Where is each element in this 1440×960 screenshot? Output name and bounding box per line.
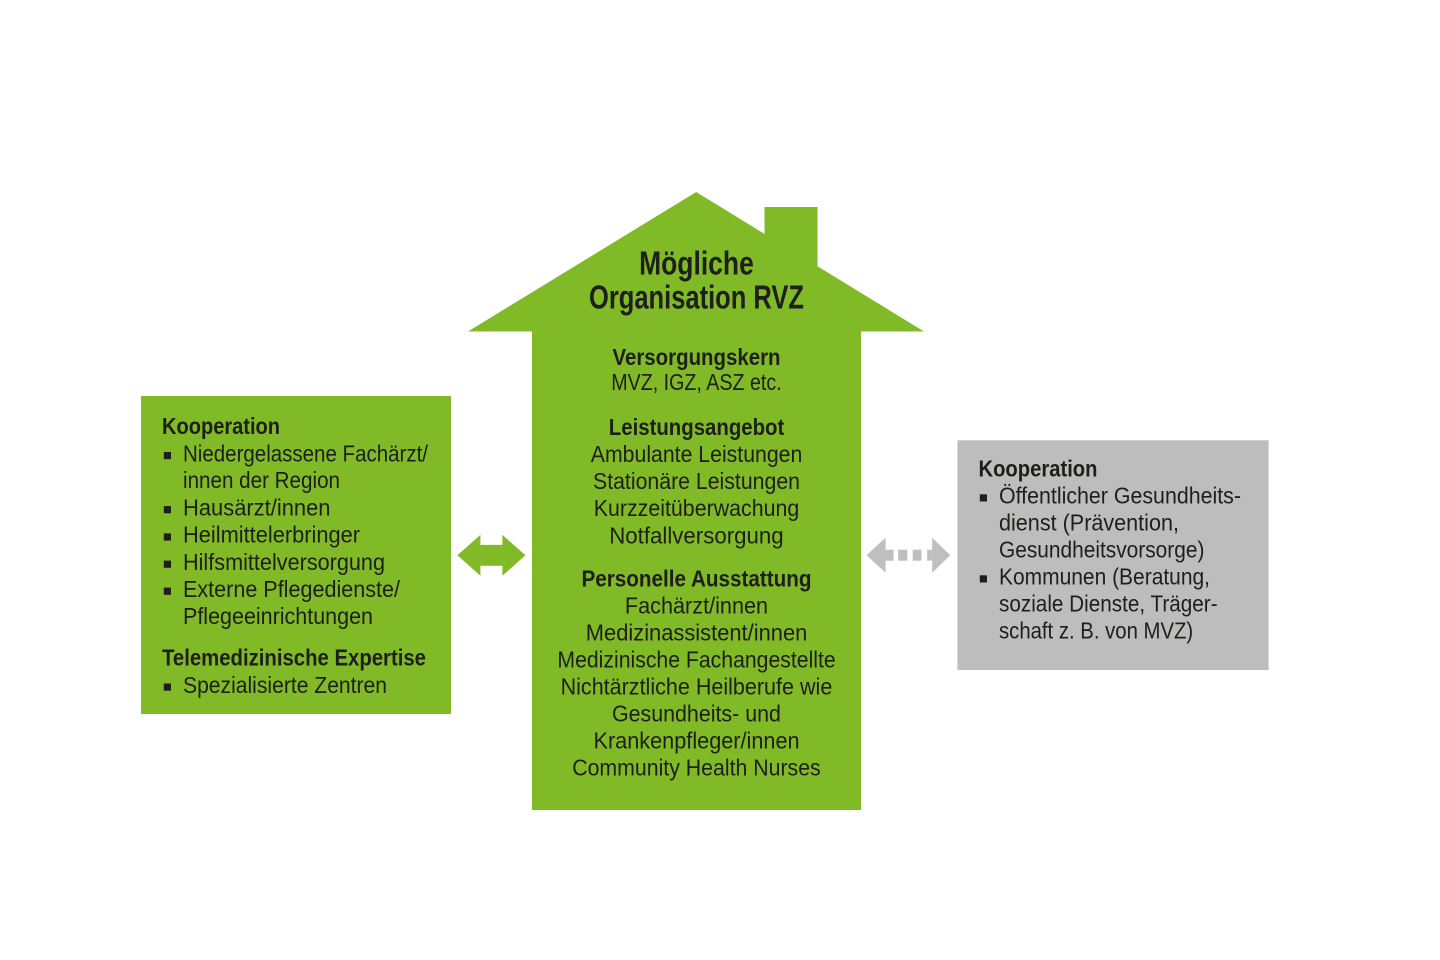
svg-text:Leistungsangebot: Leistungsangebot [609,414,785,440]
svg-text:Kurzzeitüberwachung: Kurzzeitüberwachung [594,495,800,521]
svg-text:Stationäre Leistungen: Stationäre Leistungen [593,468,800,494]
svg-text:Mögliche: Mögliche [639,245,754,282]
svg-text:Ambulante Leistungen: Ambulante Leistungen [591,441,803,467]
svg-text:Niedergelassene Fachärzt/: Niedergelassene Fachärzt/ [183,440,428,466]
svg-text:Versorgungskern: Versorgungskern [613,344,781,370]
svg-text:Gesundheitsvorsorge): Gesundheitsvorsorge) [999,537,1204,563]
svg-text:Heilmittelerbringer: Heilmittelerbringer [183,522,360,548]
svg-text:Fachärzt/innen: Fachärzt/innen [625,593,768,619]
svg-text:Externe Pflegedienste/: Externe Pflegedienste/ [183,576,400,602]
svg-text:Gesundheits- und: Gesundheits- und [612,701,781,727]
svg-text:Telemedizinische Expertise: Telemedizinische Expertise [162,645,426,671]
svg-text:dienst (Prävention,: dienst (Prävention, [999,510,1179,536]
svg-text:schaft z. B. von MVZ): schaft z. B. von MVZ) [999,618,1193,644]
svg-text:Medizinische Fachangestellte: Medizinische Fachangestellte [557,647,835,673]
svg-text:Medizinassistent/innen: Medizinassistent/innen [586,620,808,646]
svg-text:Pflegeeinrichtungen: Pflegeeinrichtungen [183,603,373,629]
svg-text:innen der Region: innen der Region [183,467,340,493]
svg-text:soziale Dienste, Träger-: soziale Dienste, Träger- [999,591,1218,617]
svg-text:Hausärzt/innen: Hausärzt/innen [183,494,331,520]
svg-text:Kooperation: Kooperation [162,413,280,439]
svg-text:MVZ, IGZ, ASZ etc.: MVZ, IGZ, ASZ etc. [611,369,782,395]
svg-text:Nichtärztliche Heilberufe wie: Nichtärztliche Heilberufe wie [561,674,833,700]
svg-text:Kommunen (Beratung,: Kommunen (Beratung, [999,564,1210,590]
svg-text:Spezialisierte Zentren: Spezialisierte Zentren [183,672,387,698]
svg-text:Hilfsmittelversorgung: Hilfsmittelversorgung [183,549,385,575]
svg-text:Notfallversorgung: Notfallversorgung [609,523,784,549]
svg-text:Personelle Ausstattung: Personelle Ausstattung [582,566,812,592]
svg-text:Kooperation: Kooperation [979,455,1098,481]
svg-text:Öffentlicher Gesundheits-: Öffentlicher Gesundheits- [999,483,1241,509]
svg-text:Community Health Nurses: Community Health Nurses [572,755,821,781]
svg-text:Krankenpfleger/innen: Krankenpfleger/innen [594,728,800,754]
svg-text:Organisation RVZ: Organisation RVZ [589,279,804,316]
